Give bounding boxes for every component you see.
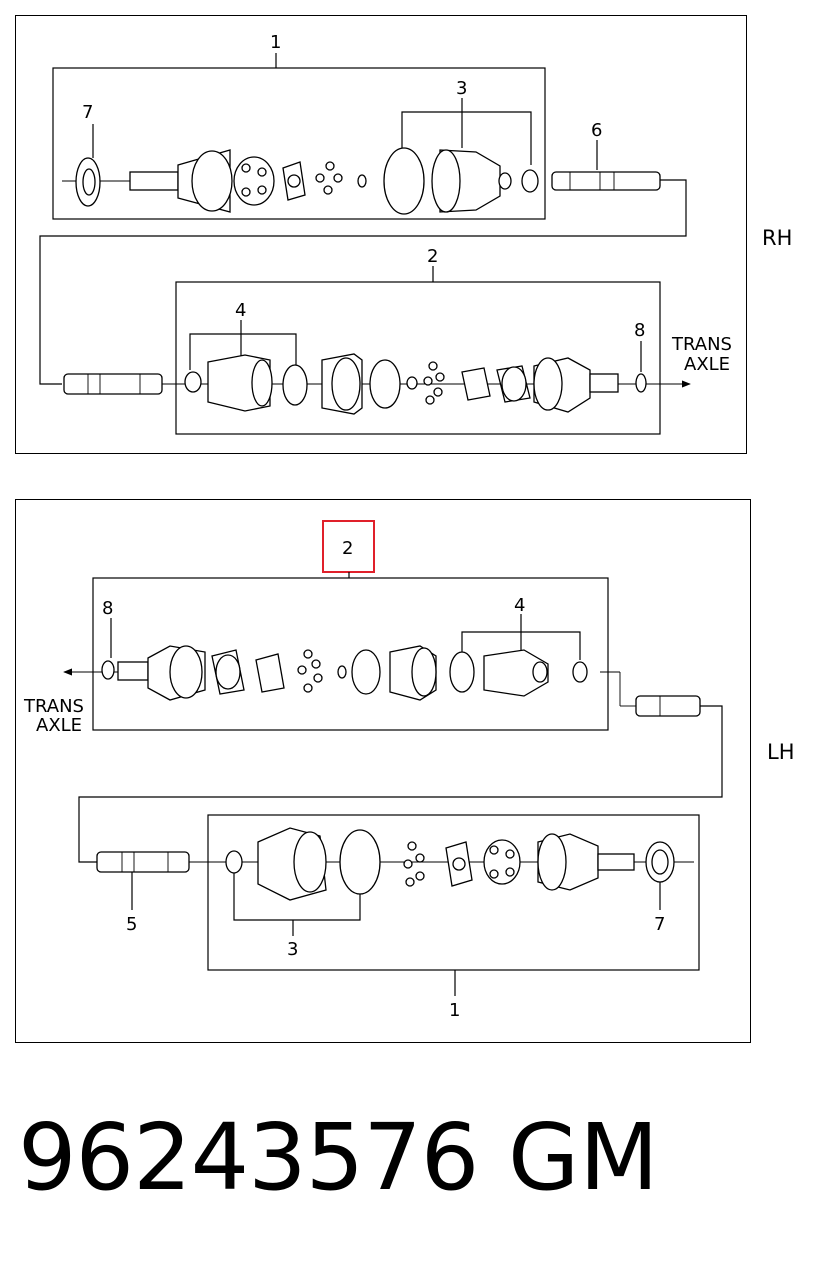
rh-trans-label-1: TRANS bbox=[671, 334, 732, 355]
lh-callout-1: 1 bbox=[449, 1000, 460, 1021]
rh-outer-cv-joint bbox=[129, 149, 367, 213]
rh-outer-joint-box bbox=[52, 67, 546, 220]
rh-callout-2: 2 bbox=[427, 246, 438, 267]
lh-outer-cv-joint bbox=[403, 833, 635, 891]
rh-boot-kit-part-3 bbox=[383, 147, 539, 215]
rh-callout-3: 3 bbox=[456, 78, 467, 99]
rh-callout-7: 7 bbox=[82, 102, 93, 123]
lh-boot-kit-part-3 bbox=[225, 827, 381, 901]
lh-panel bbox=[15, 499, 751, 1043]
rh-callout-8: 8 bbox=[634, 320, 645, 341]
lh-side-label: LH bbox=[767, 740, 795, 764]
lh-inner-tripod-joint bbox=[101, 645, 347, 701]
rh-callout-1: 1 bbox=[270, 32, 281, 53]
rh-inner-boot-kit-part-4 bbox=[184, 354, 308, 412]
lh-trans-label-1: TRANS bbox=[23, 696, 84, 717]
rh-inner-joint-box bbox=[175, 281, 661, 435]
lh-callout-8: 8 bbox=[102, 598, 113, 619]
lh-assembly bbox=[63, 520, 723, 996]
rh-intermediate-shaft bbox=[63, 373, 163, 395]
brand-label: GM bbox=[508, 1104, 659, 1211]
lh-callout-7: 7 bbox=[654, 914, 665, 935]
rh-callout-6: 6 bbox=[591, 120, 602, 141]
lh-outer-joint-box bbox=[207, 814, 700, 971]
lh-callout-4: 4 bbox=[514, 595, 525, 616]
lh-callout-2-highlighted: 2 bbox=[342, 538, 353, 559]
lh-intermediate-shaft bbox=[635, 695, 701, 717]
part-number: 96243576 bbox=[18, 1104, 479, 1211]
lh-callout-5: 5 bbox=[126, 914, 137, 935]
rh-seal-part-7 bbox=[75, 157, 101, 207]
rh-trans-label-2: AXLE bbox=[684, 354, 730, 375]
rh-inner-tripod-joint bbox=[321, 353, 647, 415]
lh-shaft-part-5 bbox=[96, 851, 190, 873]
lh-trans-label-2: AXLE bbox=[36, 715, 82, 736]
rh-shaft-part-6 bbox=[551, 171, 661, 191]
rh-assembly bbox=[39, 53, 691, 435]
rh-callout-4: 4 bbox=[235, 300, 246, 321]
rh-side-label: RH bbox=[762, 226, 793, 250]
lh-seal-part-7 bbox=[645, 841, 675, 883]
lh-inner-joint-box bbox=[92, 577, 609, 731]
lh-callout-3: 3 bbox=[287, 939, 298, 960]
lh-inner-boot-kit-part-4 bbox=[351, 645, 588, 701]
